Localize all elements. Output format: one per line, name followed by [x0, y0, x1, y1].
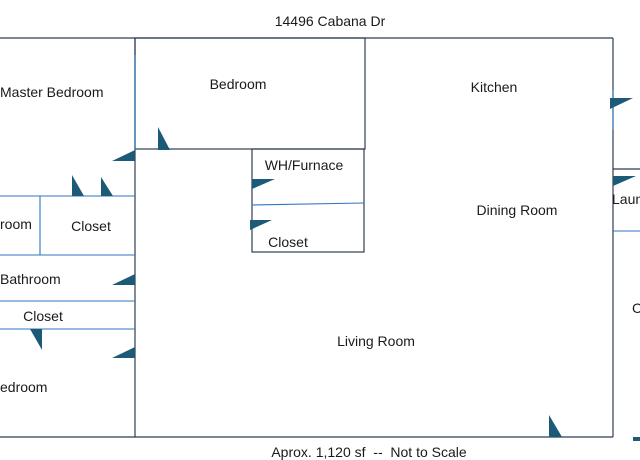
door-closet-center: [250, 220, 272, 230]
label-bathroom-left: room: [0, 216, 32, 232]
door-edge-right: [633, 437, 640, 441]
door-master-bedroom: [112, 150, 135, 161]
door-front: [549, 415, 562, 437]
label-bathroom: Bathroom: [0, 271, 61, 287]
label-kitchen: Kitchen: [471, 79, 518, 95]
door-kitchen: [610, 98, 633, 109]
footer-note: Aprox. 1,120 sf -- Not to Scale: [271, 444, 467, 460]
address-title: 14496 Cabana Dr: [275, 13, 386, 29]
label-laundry: Laun: [612, 191, 640, 207]
label-right-edge: C: [632, 300, 640, 316]
door-laundry: [613, 176, 636, 186]
door-bedroom-bottom: [112, 347, 135, 358]
utility-block-walls: [251, 148, 365, 253]
utility-divider: [251, 202, 365, 206]
label-closet-hall: Closet: [23, 308, 63, 324]
door-closet-left-2: [101, 177, 113, 196]
door-hall-closet: [30, 329, 42, 350]
door-closet-left-1: [72, 175, 84, 196]
label-closet-center: Closet: [268, 234, 308, 250]
doors: [30, 98, 640, 441]
door-bedroom-top: [158, 127, 170, 150]
label-living-room: Living Room: [337, 333, 415, 349]
bedroom-top-walls: [134, 37, 366, 150]
label-bedroom-bottom: edroom: [0, 379, 47, 395]
label-closet-left: Closet: [71, 218, 111, 234]
label-dining-room: Dining Room: [477, 202, 558, 218]
door-bathroom: [112, 274, 135, 285]
label-master-bedroom: Master Bedroom: [0, 84, 103, 100]
label-bedroom-top: Bedroom: [210, 76, 267, 92]
label-wh-furnace: WH/Furnace: [265, 157, 344, 173]
door-wh-furnace: [252, 179, 275, 189]
